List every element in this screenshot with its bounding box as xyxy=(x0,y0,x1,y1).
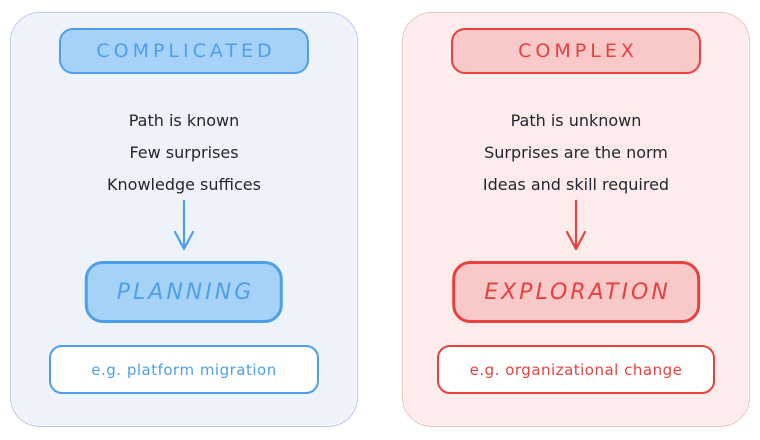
down-arrow-icon xyxy=(171,199,197,253)
description-line: Path is known xyxy=(128,111,240,130)
description-line: Few surprises xyxy=(129,143,239,162)
exploration-badge: EXPLORATION xyxy=(452,261,700,323)
complex-example-box: e.g. organizational change xyxy=(437,345,715,394)
description-line: Path is unknown xyxy=(510,111,642,130)
complicated-description: Path is known Few surprises Knowledge su… xyxy=(11,105,357,201)
description-line: Ideas and skill required xyxy=(482,175,670,194)
complex-panel: COMPLEX Path is unknown Surprises are th… xyxy=(402,12,750,427)
planning-badge: PLANNING xyxy=(84,261,284,323)
complicated-example-box: e.g. platform migration xyxy=(49,345,319,394)
description-line: Knowledge suffices xyxy=(107,175,261,194)
down-arrow-icon xyxy=(563,199,589,253)
complex-description: Path is unknown Surprises are the norm I… xyxy=(403,105,749,201)
description-line: Surprises are the norm xyxy=(484,143,668,162)
complex-header-badge: COMPLEX xyxy=(451,28,701,74)
complicated-header-badge: COMPLICATED xyxy=(59,28,309,74)
complicated-panel: COMPLICATED Path is known Few surprises … xyxy=(10,12,358,427)
